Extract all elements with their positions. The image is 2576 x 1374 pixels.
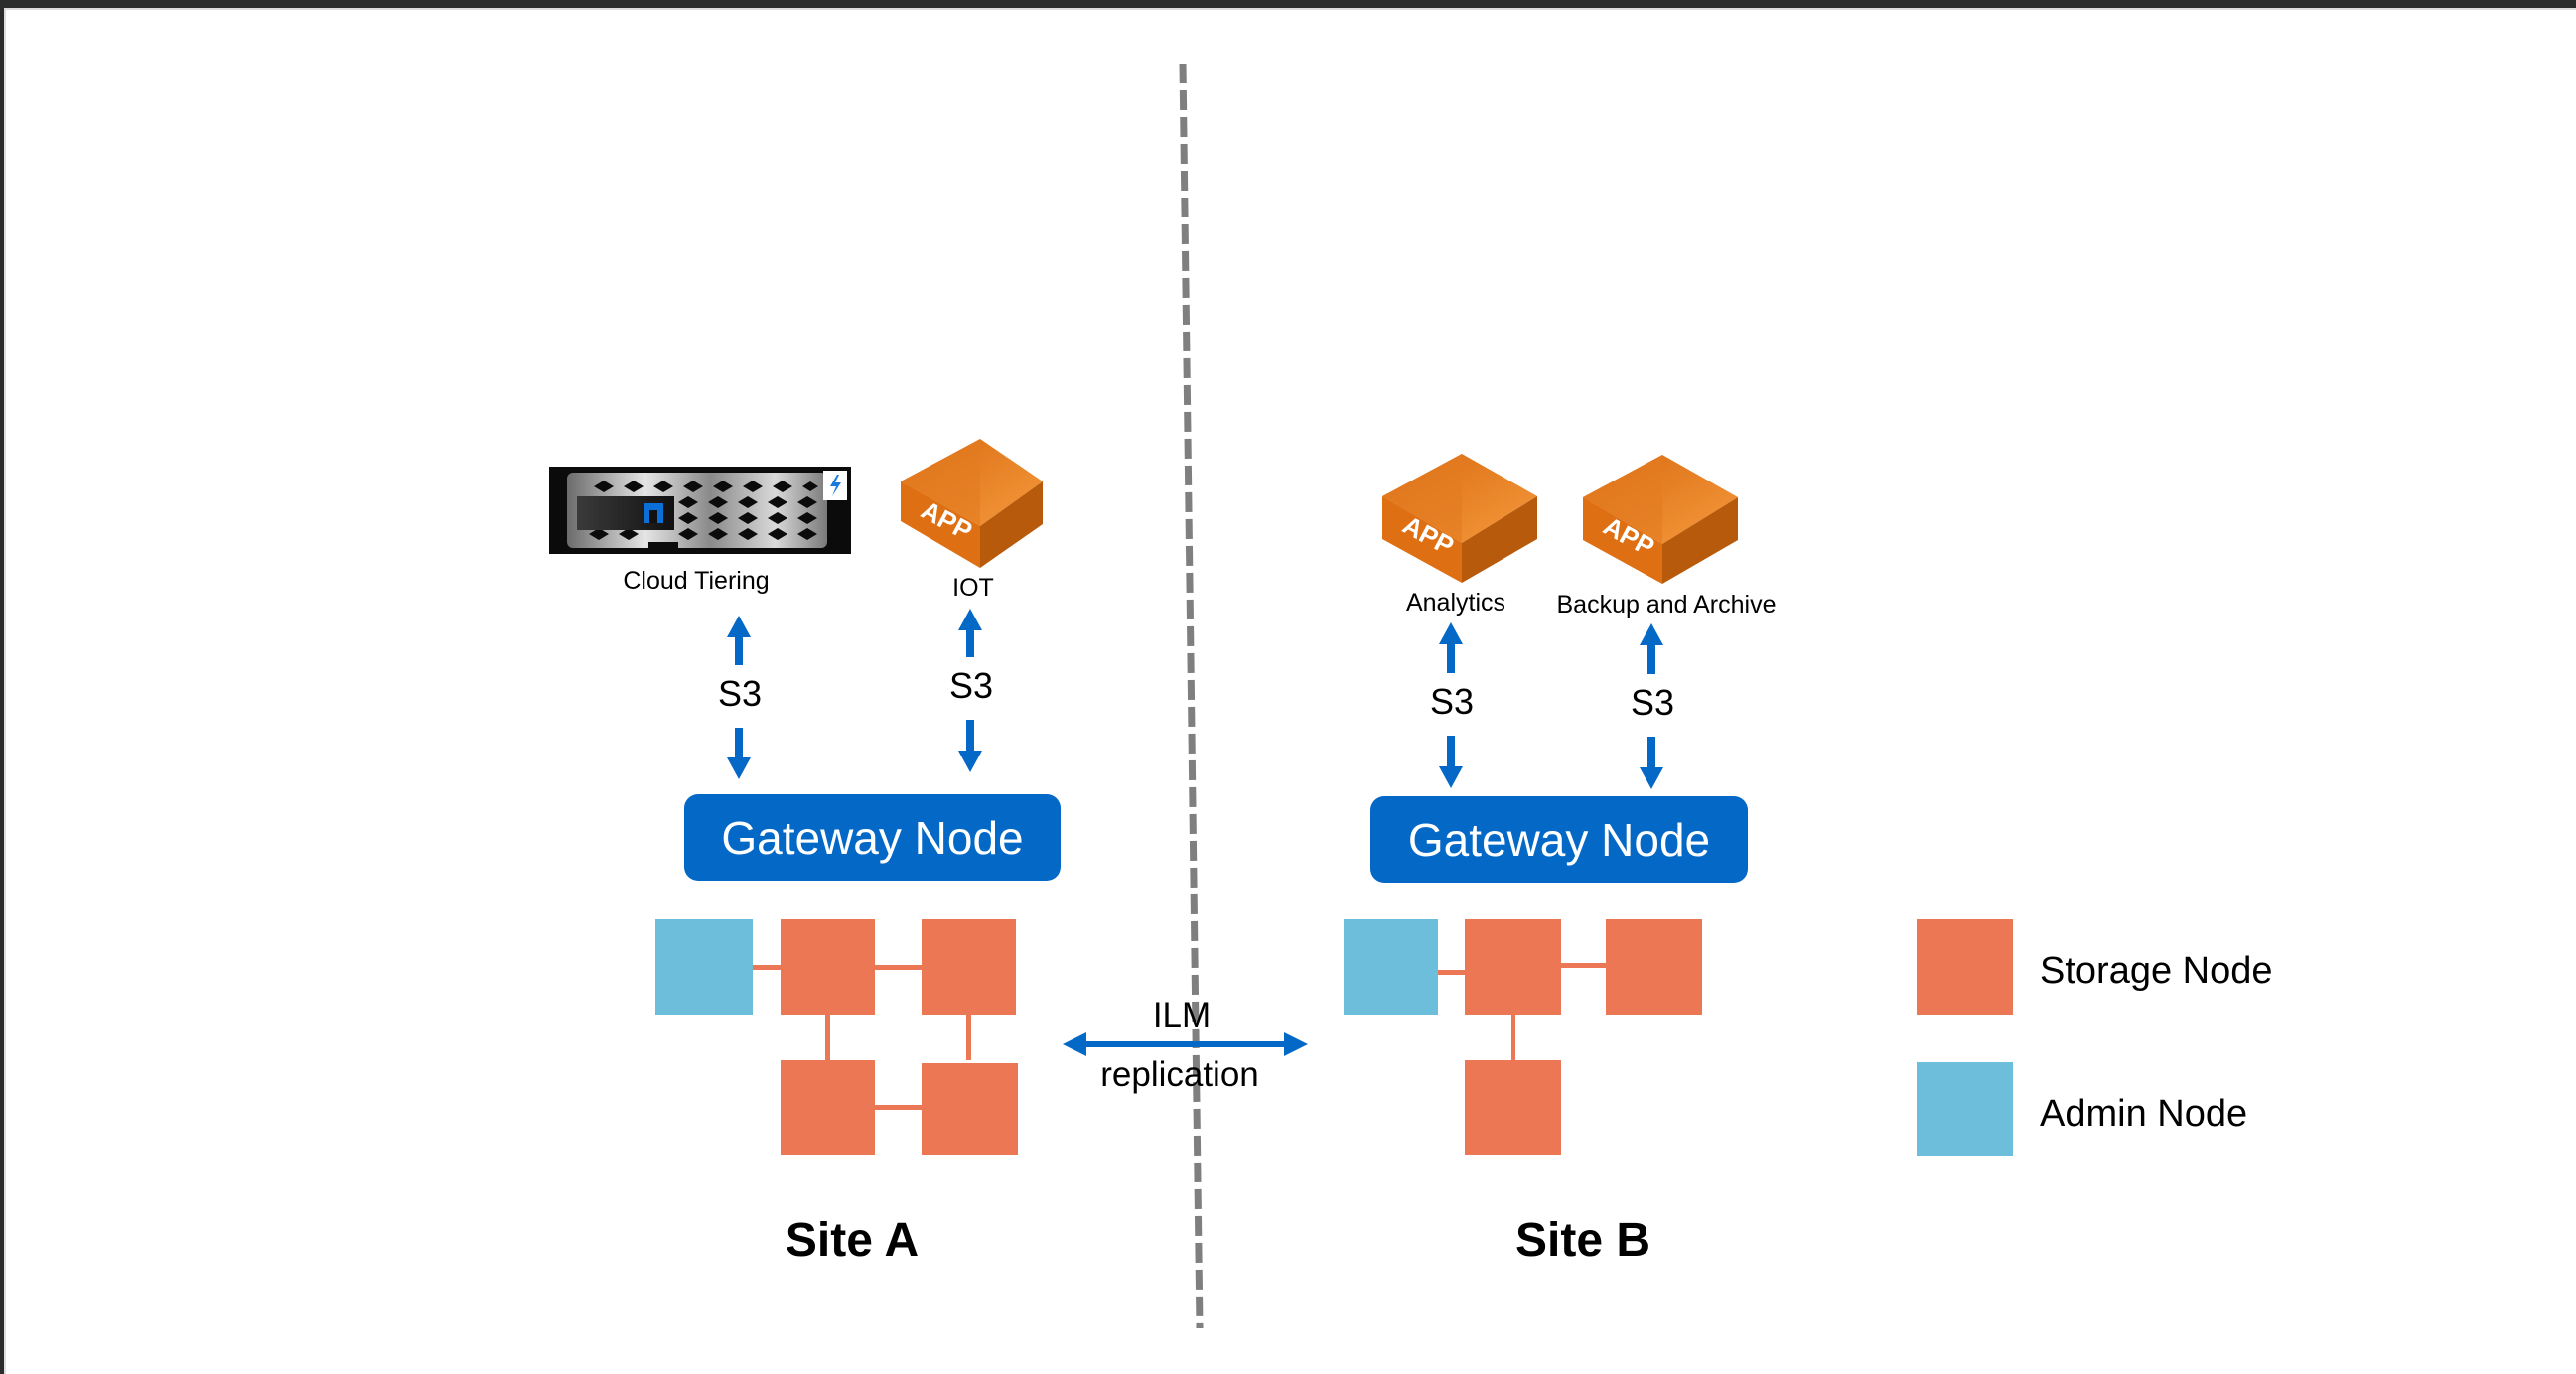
s3-arrow-down-cloud <box>727 728 751 779</box>
app-box-icon: APP <box>1382 454 1537 583</box>
storage-node <box>781 919 875 1015</box>
client-label-backup-archive: Backup and Archive <box>1556 591 1777 618</box>
node-link <box>875 965 922 970</box>
node-link <box>1561 963 1606 968</box>
netapp-logo-icon <box>644 503 663 523</box>
storage-node <box>1465 1060 1561 1155</box>
storage-node <box>922 919 1016 1015</box>
node-link <box>825 1015 830 1060</box>
app-box-icon: APP <box>901 439 1043 568</box>
storage-node <box>1465 919 1561 1015</box>
node-link <box>875 1105 922 1110</box>
storage-array-icon <box>549 467 851 554</box>
storage-node <box>922 1063 1018 1155</box>
node-link <box>753 965 781 970</box>
app-box-icon: APP <box>1583 455 1738 584</box>
s3-arrow-down-backup <box>1640 737 1663 789</box>
diagram-canvas <box>4 8 2576 1374</box>
client-label-iot: IOT <box>952 574 994 602</box>
admin-node <box>1344 919 1438 1015</box>
s3-arrow-up-iot <box>958 609 982 657</box>
admin-node <box>655 919 753 1015</box>
s3-label: S3 <box>948 665 994 706</box>
site-a-title: Site A <box>785 1214 920 1267</box>
storage-node <box>1606 919 1702 1015</box>
legend-admin-swatch <box>1917 1062 2013 1156</box>
node-link <box>1438 970 1465 975</box>
s3-label: S3 <box>1429 681 1475 722</box>
s3-arrow-up-analytics <box>1439 622 1463 673</box>
client-label-analytics: Analytics <box>1405 589 1506 617</box>
s3-arrow-up-backup <box>1640 623 1663 674</box>
s3-label: S3 <box>717 673 763 714</box>
node-link <box>1511 1015 1515 1060</box>
s3-label: S3 <box>1630 682 1675 723</box>
legend-storage-swatch <box>1917 919 2013 1015</box>
replication-label: replication <box>1100 1055 1259 1094</box>
s3-arrow-down-analytics <box>1439 736 1463 788</box>
s3-arrow-up-cloud <box>727 616 751 665</box>
gateway-node-label: Gateway Node <box>721 811 1024 864</box>
gateway-node-site-a: Gateway Node <box>684 794 1061 881</box>
ilm-replication-arrow <box>1063 1032 1308 1056</box>
s3-arrow-down-iot <box>958 720 982 772</box>
storage-node <box>781 1060 875 1155</box>
site-b-title: Site B <box>1514 1214 1651 1267</box>
legend-admin-label: Admin Node <box>2040 1093 2248 1135</box>
ilm-label: ILM <box>1152 996 1212 1034</box>
client-label-cloud-tiering: Cloud Tiering <box>623 567 770 595</box>
lightning-icon <box>823 471 847 500</box>
gateway-node-site-b: Gateway Node <box>1370 796 1748 883</box>
legend-storage-label: Storage Node <box>2040 950 2273 992</box>
node-link <box>966 1015 971 1060</box>
gateway-node-label: Gateway Node <box>1407 813 1711 866</box>
